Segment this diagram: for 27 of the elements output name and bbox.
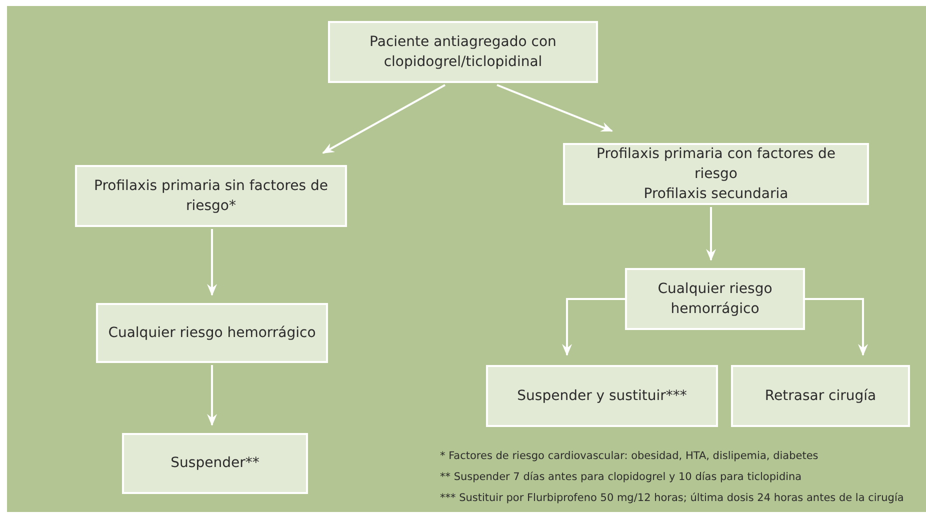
process-box (122, 433, 308, 494)
box-text: Cualquier riesgo hemorrágico (108, 324, 316, 343)
arrow (562, 298, 625, 356)
arrow (706, 207, 716, 261)
box-text: Paciente antiagregado con clopidogrel/ticlopidinal (368, 32, 558, 72)
footnote: * Factores de riesgo cardiovascular: obesidad, HTA, dislipemia, diabetes (440, 450, 818, 462)
box-text: Cualquier riesgo hemorrágico (656, 280, 774, 319)
footnote: ** Suspender 7 días antes para clopidogrel y 10 días para ticlopidina (440, 471, 802, 483)
arrow (207, 229, 217, 296)
process-box (328, 21, 598, 83)
arrow (496, 84, 613, 132)
process-box (96, 303, 328, 363)
box-text: Retrasar cirugía (764, 386, 876, 406)
box-text: Suspender** (170, 454, 260, 474)
process-box (75, 165, 347, 227)
box-text: Profilaxis primaria sin factores de riesgo* (93, 176, 329, 216)
process-box (625, 268, 805, 330)
process-box (486, 365, 718, 427)
arrow (207, 365, 217, 426)
box-text: Profilaxis primaria con factores de riesgo (596, 144, 836, 184)
arrow (805, 298, 868, 356)
arrow (322, 84, 446, 154)
box-text: Suspender y sustituir*** (517, 386, 687, 406)
process-box (731, 365, 910, 427)
box-text: Profilaxis secundaria (644, 185, 788, 204)
footnote: *** Sustituir por Flurbiprofeno 50 mg/12 horas; última dosis 24 horas antes de la cirugía (440, 492, 904, 504)
process-box (563, 143, 869, 205)
